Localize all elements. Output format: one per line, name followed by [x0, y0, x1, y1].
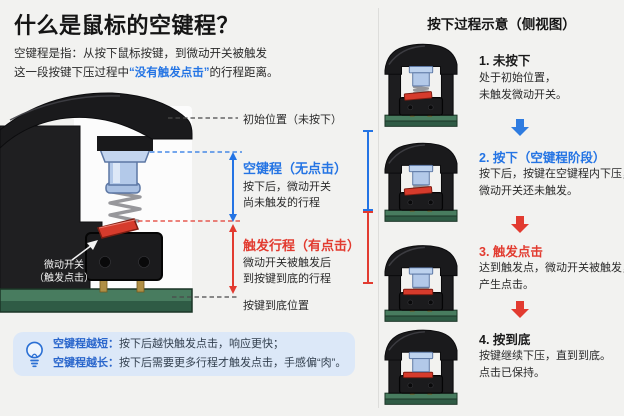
switch-pointer-arrow — [71, 240, 98, 261]
intro-highlight: “没有触发点击” — [129, 67, 210, 79]
trigger-travel-measure-arrow — [229, 224, 237, 294]
tip-line2: 空键程越长：按下后需要更多行程才触发点击，手感偏“肉”。 — [53, 357, 347, 369]
tip-line1: 空键程越短：按下后越快触发点击，响应更快； — [53, 338, 284, 350]
plunger — [98, 148, 152, 194]
stage1-desc: 处于初始位置， 未触发微动开关。 — [479, 72, 567, 101]
trigger-travel-heading: 触发行程（有点击） — [243, 238, 361, 253]
stage2-desc: 按下后，按键在空键程内下压， 微动开关还未触发。 — [479, 168, 624, 197]
stage1-title: 1. 未按下 — [479, 54, 531, 68]
intro-paragraph: 空键程是指：从按下鼠标按键，到微动开关被触发 这一段按键下压过程中“没有触发点击… — [14, 45, 279, 83]
intro-line2: 这一段按键下压过程中“没有触发点击”的行程距离。 — [14, 67, 279, 79]
stage4-mouse-diagram — [384, 319, 458, 410]
arrow-down-blue-icon — [511, 119, 529, 136]
right-panel-header: 按下过程示意（侧视图） — [427, 17, 576, 32]
tip-text: 空键程越短：按下后越快触发点击，响应更快； 空键程越长：按下后需要更多行程才触发… — [53, 335, 346, 373]
stage1-mouse-diagram — [384, 41, 458, 132]
mouse-top-shell — [0, 92, 193, 149]
trigger-travel-bracket — [363, 211, 373, 284]
pretravel-heading: 空键程（无点击） — [243, 161, 348, 176]
lightbulb-icon — [24, 340, 45, 368]
stage3-title: 3. 触发点击 — [479, 245, 543, 259]
intro-line1: 空键程是指：从按下鼠标按键，到微动开关被触发 — [14, 48, 267, 60]
stage2-title: 2. 按下（空键程阶段） — [479, 151, 606, 165]
trigger-travel-desc: 微动开关被触发后 到按键到底的行程 — [243, 257, 331, 285]
panel-divider — [378, 8, 379, 408]
label-initial-position: 初始位置（未按下） — [243, 114, 342, 126]
pretravel-bracket — [363, 130, 373, 211]
micro-switch — [85, 232, 163, 281]
page-title: 什么是鼠标的空键程？ — [14, 13, 240, 38]
stage3-mouse-diagram — [384, 236, 458, 327]
stage4-title: 4. 按到底 — [479, 333, 531, 347]
switch-trigger-button — [96, 218, 140, 239]
mouse-cutaway-diagram: 微动开关 （触发点击） — [0, 92, 373, 313]
stage4-desc: 按键继续下压，直到到底。 点击已保持。 — [479, 350, 611, 379]
stage2-mouse-diagram — [384, 136, 458, 227]
arrow-down-red-icon — [511, 301, 529, 318]
switch-label-line2: （触发点击） — [34, 271, 94, 284]
label-bottom-position: 按键到底位置 — [243, 300, 309, 312]
stage3-desc: 达到触发点，微动开关被触发， 产生点击。 — [479, 262, 624, 291]
pretravel-desc: 按下后，微动开关 尚未触发的行程 — [243, 181, 331, 209]
pretravel-measure-arrow — [229, 152, 237, 222]
plunger-mount — [97, 136, 153, 151]
arrow-down-red-icon — [511, 216, 529, 233]
pcb-board — [0, 288, 193, 313]
tip-box: 空键程越短：按下后越快触发点击，响应更快； 空键程越长：按下后需要更多行程才触发… — [13, 332, 355, 376]
spring — [108, 190, 142, 223]
switch-label-line1: 微动开关 — [44, 258, 84, 271]
